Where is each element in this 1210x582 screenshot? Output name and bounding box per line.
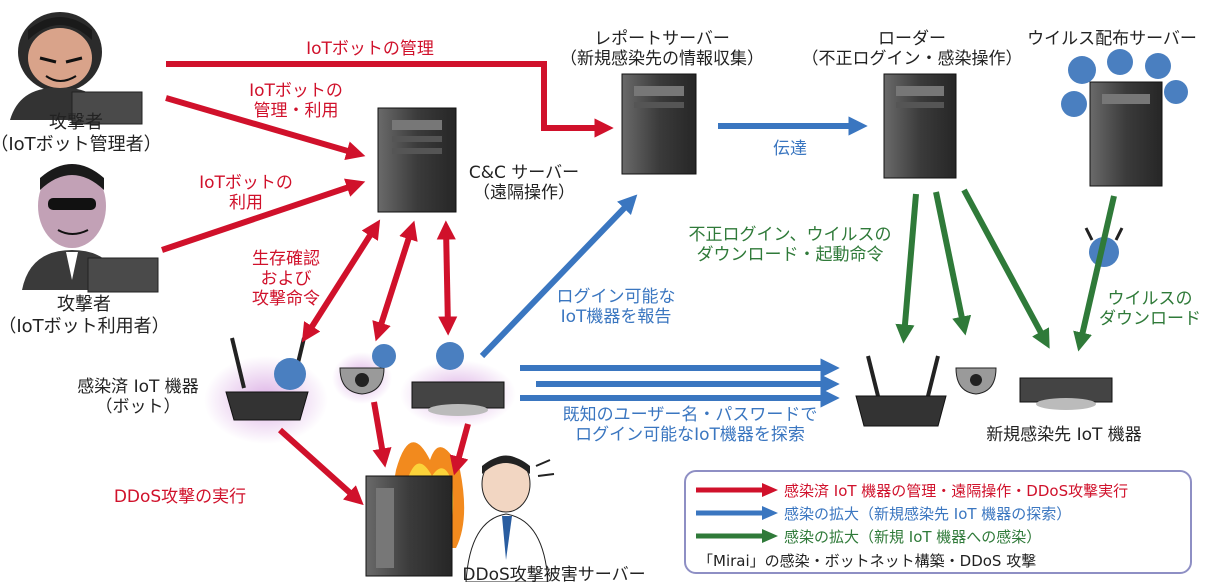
label-illegal-login: 不正ログイン、ウイルスのダウンロード・起動命令: [689, 225, 892, 265]
legend-red-text: 感染済 IoT 機器の管理・遠隔操作・DDoS攻撃実行: [784, 481, 1129, 500]
label-transfer: 伝達: [773, 139, 807, 159]
legend-green-text: 感染の拡大（新規 IoT 機器への感染）: [784, 527, 1042, 546]
label-virus-server: ウイルス配布サーバー: [1027, 29, 1197, 49]
legend-red-arrow-icon: [696, 483, 778, 497]
label-alive-check: 生存確認および攻撃命令: [252, 249, 320, 309]
label-infected-iot: 感染済 IoT 機器（ボット）: [77, 377, 199, 417]
label-search-known-line: 既知のユーザー名・パスワードで: [563, 405, 818, 425]
arrow-virus-download: [1073, 195, 1117, 352]
label-search-known: 既知のユーザー名・パスワードでログイン可能なIoT機器を探索: [563, 405, 818, 445]
label-loader: ローダー（不正ログイン・感染操作）: [802, 29, 1023, 69]
label-ddos-victim-line: DDoS攻撃被害サーバー: [462, 565, 645, 582]
ddos-victim-server-icon: [365, 442, 465, 577]
arrow-cc-player: [436, 220, 458, 336]
loader-server-icon: [883, 73, 957, 179]
label-attacker-admin-line: （IoTボット管理者）: [0, 134, 162, 155]
label-infected-iot-line: （ボット）: [96, 397, 181, 417]
label-ddos-exec: DDoS攻撃の実行: [114, 487, 246, 507]
label-virus-server-line: ウイルス配布サーバー: [1027, 29, 1197, 49]
virus-server-icon: [1061, 49, 1188, 187]
label-virus-download-line: ダウンロード: [1099, 309, 1201, 329]
label-illegal-login-line: 不正ログイン、ウイルスの: [689, 225, 892, 245]
report-server-icon: [621, 73, 697, 175]
legend-blue-arrow-icon: [696, 506, 778, 520]
label-login-report-line: IoT機器を報告: [561, 307, 672, 327]
arrow-loader-camera: [933, 191, 972, 336]
label-report-server: レポートサーバー（新規感染先の情報収集）: [560, 29, 764, 69]
label-cc-server: C&C サーバー（遠隔操作）: [469, 163, 579, 203]
label-cc-server-line: （遠隔操作）: [473, 183, 575, 203]
green-arrows: [895, 188, 1117, 352]
label-transfer-line: 伝達: [773, 139, 807, 159]
arrow-attacker-user-to-cc: [161, 178, 366, 253]
label-iot-manage-use-line: IoTボットの: [249, 81, 343, 101]
arrow-report-login: [479, 194, 638, 359]
diagram-labels: 攻撃者（IoTボット管理者）攻撃者（IoTボット利用者）IoTボットの管理IoT…: [0, 29, 1201, 582]
infected-player-icon: [400, 342, 516, 428]
label-attacker-admin-line: 攻撃者: [49, 112, 103, 133]
label-report-server-line: レポートサーバー: [594, 29, 730, 49]
legend-item-red: 感染済 IoT 機器の管理・遠隔操作・DDoS攻撃実行: [694, 480, 1128, 500]
label-iot-manage: IoTボットの管理: [306, 39, 434, 59]
attacker-admin-icon: [10, 12, 143, 125]
arrow-cc-camera: [372, 220, 418, 342]
label-ddos-victim: DDoS攻撃被害サーバー: [462, 565, 645, 582]
blue-arrows: [479, 116, 868, 408]
arrow-loader-router: [895, 193, 919, 344]
new-player-icon: [1019, 377, 1113, 410]
label-iot-manage-line: IoTボットの管理: [306, 39, 434, 59]
label-attacker-user: 攻撃者（IoTボット利用者）: [0, 294, 170, 337]
label-login-report-line: ログイン可能な: [557, 287, 676, 307]
label-alive-check-line: および: [261, 269, 312, 289]
infected-camera-icon: [332, 344, 396, 404]
red-arrows: [161, 61, 614, 506]
label-cc-server-line: C&C サーバー: [469, 163, 579, 183]
cc-server-icon: [377, 107, 457, 213]
new-camera-icon: [955, 367, 997, 395]
label-infected-iot-line: 感染済 IoT 機器: [77, 377, 199, 397]
label-attacker-admin: 攻撃者（IoTボット管理者）: [0, 112, 162, 155]
label-loader-line: ローダー: [878, 29, 946, 49]
label-iot-manage-use-line: 管理・利用: [254, 101, 339, 121]
arrow-router-ddos: [277, 427, 364, 506]
legend-blue-text: 感染の拡大（新規感染先 IoT 機器の探索）: [784, 504, 1072, 523]
label-virus-download: ウイルスのダウンロード: [1099, 289, 1201, 329]
label-ddos-exec-line: DDoS攻撃の実行: [114, 487, 246, 507]
label-attacker-user-line: （IoTボット利用者）: [0, 316, 170, 337]
label-loader-line: （不正ログイン・感染操作）: [802, 49, 1023, 69]
victim-person-icon: [465, 455, 555, 582]
new-router-icon: [855, 355, 947, 427]
legend: 感染済 IoT 機器の管理・遠隔操作・DDoS攻撃実行 感染の拡大（新規感染先 …: [684, 470, 1192, 574]
legend-item-blue: 感染の拡大（新規感染先 IoT 機器の探索）: [694, 503, 1071, 523]
label-virus-download-line: ウイルスの: [1108, 289, 1193, 309]
label-new-target-line: 新規感染先 IoT 機器: [986, 425, 1142, 445]
arrow-cc-router: [301, 219, 381, 343]
label-iot-manage-use: IoTボットの管理・利用: [249, 81, 343, 121]
legend-caption: 「Mirai」の感染・ボットネット構築・DDoS 攻撃: [698, 552, 1037, 570]
legend-item-green: 感染の拡大（新規 IoT 機器への感染）: [694, 526, 1041, 546]
legend-green-arrow-icon: [696, 529, 778, 543]
label-report-server-line: （新規感染先の情報収集）: [560, 49, 764, 69]
attacker-user-icon: [22, 164, 159, 293]
arrow-manage-to-report: [166, 61, 614, 138]
label-illegal-login-line: ダウンロード・起動命令: [697, 245, 884, 265]
label-alive-check-line: 生存確認: [252, 249, 320, 269]
arrow-attacker-admin-to-cc: [165, 95, 366, 160]
arrow-player-ddos: [449, 423, 471, 476]
label-iot-use: IoTボットの利用: [199, 173, 293, 213]
arrow-camera-ddos: [371, 401, 392, 468]
arrow-loader-player: [961, 188, 1050, 349]
infected-router-icon: [204, 337, 328, 444]
label-attacker-user-line: 攻撃者: [57, 294, 111, 315]
label-iot-use-line: 利用: [229, 193, 263, 213]
label-iot-use-line: IoTボットの: [199, 173, 293, 193]
label-search-known-line: ログイン可能なIoT機器を探索: [575, 425, 805, 445]
label-new-target: 新規感染先 IoT 機器: [986, 425, 1142, 445]
label-alive-check-line: 攻撃命令: [252, 289, 320, 309]
